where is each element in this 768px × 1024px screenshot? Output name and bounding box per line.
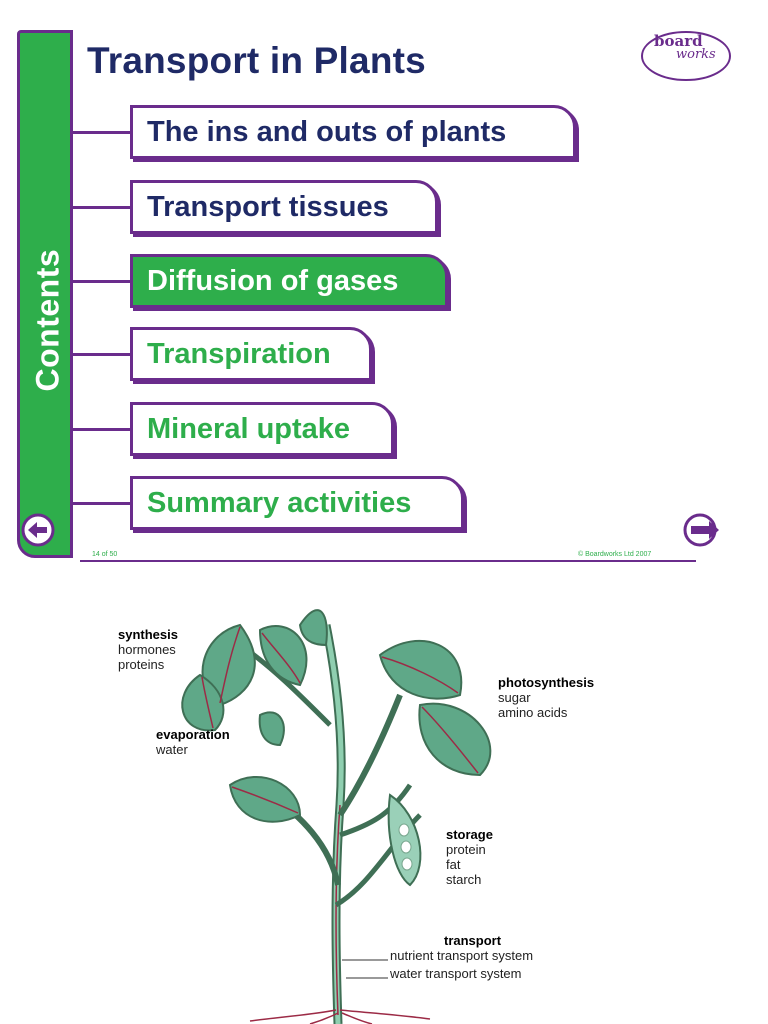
menu-item-summary-activities[interactable]: Summary activities	[130, 476, 464, 530]
menu-item-transpiration[interactable]: Transpiration	[130, 327, 372, 381]
menu-connector	[73, 206, 133, 209]
menu-item-ins-and-outs[interactable]: The ins and outs of plants	[130, 105, 576, 159]
footer-divider	[80, 560, 696, 562]
storage-item: starch	[446, 872, 482, 887]
boardworks-logo	[641, 31, 731, 81]
menu-item-transport-tissues[interactable]: Transport tissues	[130, 180, 438, 234]
photosynthesis-item: amino acids	[498, 705, 568, 720]
transport-label: transport nutrient transport system wate…	[390, 933, 533, 981]
menu-connector	[73, 131, 133, 134]
logo-text: board works	[654, 32, 716, 62]
menu-item-mineral-uptake[interactable]: Mineral uptake	[130, 402, 394, 456]
storage-label: storage protein fat starch	[446, 827, 493, 887]
contents-sidebar: Contents	[17, 30, 73, 558]
logo-line2: works	[676, 47, 716, 62]
transport-heading: transport	[444, 933, 502, 948]
synthesis-label: synthesis hormones proteins	[118, 627, 178, 672]
transport-item: water transport system	[390, 966, 522, 981]
photosynthesis-item: sugar	[498, 690, 531, 705]
menu-item-diffusion-of-gases[interactable]: Diffusion of gases	[130, 254, 448, 308]
synthesis-heading: synthesis	[118, 627, 178, 642]
menu-connector	[73, 502, 133, 505]
synthesis-item: proteins	[118, 657, 165, 672]
photosynthesis-heading: photosynthesis	[498, 675, 595, 690]
transport-item: nutrient transport system	[390, 948, 534, 963]
back-arrow-icon[interactable]	[20, 512, 56, 548]
slide-counter: 14 of 50	[90, 551, 120, 558]
photosynthesis-label: photosynthesis sugar amino acids	[498, 675, 594, 720]
storage-item: protein	[446, 842, 486, 857]
plant-diagram: synthesis hormones proteins evaporation …	[0, 585, 768, 1024]
plant-illustration	[181, 609, 492, 1024]
menu-connector	[73, 353, 133, 356]
evaporation-item: water	[156, 742, 188, 757]
storage-heading: storage	[446, 827, 493, 842]
sidebar-label: Contents	[29, 248, 66, 392]
storage-item: fat	[446, 857, 461, 872]
synthesis-item: hormones	[118, 642, 176, 657]
evaporation-label: evaporation water	[156, 727, 230, 757]
menu-connector	[73, 428, 133, 431]
logo-line1: board	[654, 32, 703, 50]
forward-arrow-icon[interactable]	[679, 512, 725, 548]
slide-title: Transport in Plants	[87, 40, 426, 81]
contents-slide: Contents Transport in Plants board works…	[17, 30, 731, 562]
evaporation-heading: evaporation	[156, 727, 230, 742]
menu-connector	[73, 280, 133, 283]
copyright-text: © Boardworks Ltd 2007	[576, 551, 654, 558]
